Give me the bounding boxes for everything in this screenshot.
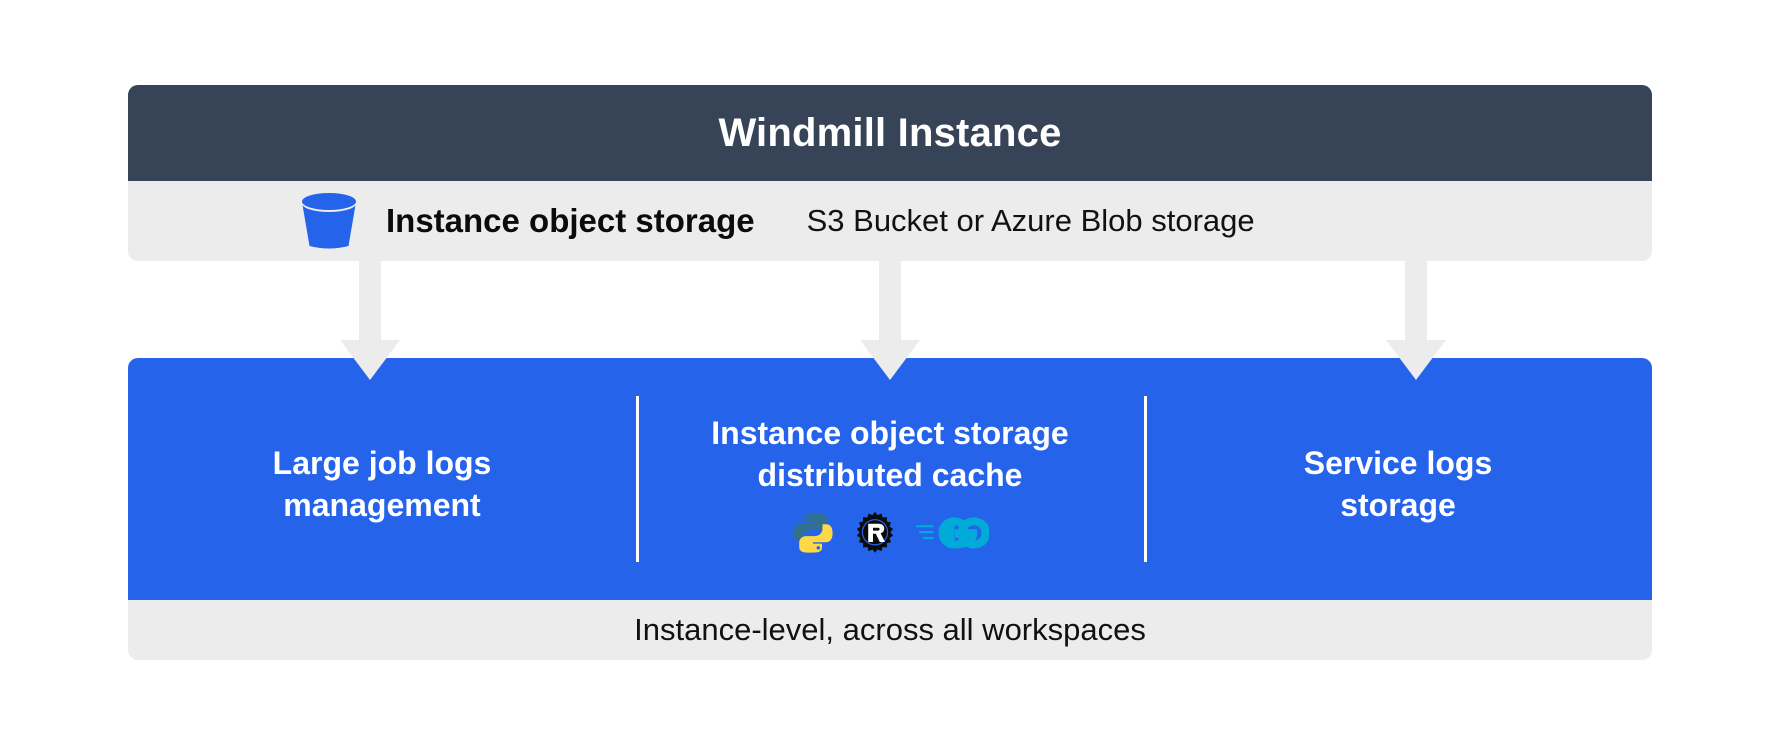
instance-object-storage-sublabel: S3 Bucket or Azure Blob storage [806,203,1255,238]
instance-header: Windmill Instance [128,85,1652,181]
language-logos [791,510,989,556]
features-footer-text: Instance-level, across all workspaces [634,612,1146,647]
s3-bucket-icon [302,193,356,249]
feature-title-large-job-logs: Large job logs management [272,444,492,523]
rust-logo-icon [856,512,894,553]
features-panel: Large job logs management Instance objec… [128,358,1652,600]
feature-column-large-job-logs: Large job logs management [128,358,636,600]
connector-arrow-right-stem [1405,248,1427,348]
instance-object-storage-label: Instance object storage [386,202,755,239]
feature-title-service-logs: Service logs storage [1303,444,1493,523]
instance-object-storage-row: Instance object storage S3 Bucket or Azu… [128,181,1652,261]
instance-block: Windmill Instance Instance object storag… [128,85,1652,261]
feature-column-distributed-cache: Instance object storage distributed cach… [636,358,1144,600]
features-footer: Instance-level, across all workspaces [128,600,1652,660]
feature-column-service-logs: Service logs storage [1144,358,1652,600]
page-title: Windmill Instance [718,110,1062,155]
connector-arrow-left-stem [359,248,381,348]
connector-arrow-middle-stem [879,248,901,348]
python-logo-icon [793,513,833,553]
feature-title-distributed-cache: Instance object storage distributed cach… [711,414,1069,493]
go-logo-icon [915,517,989,549]
